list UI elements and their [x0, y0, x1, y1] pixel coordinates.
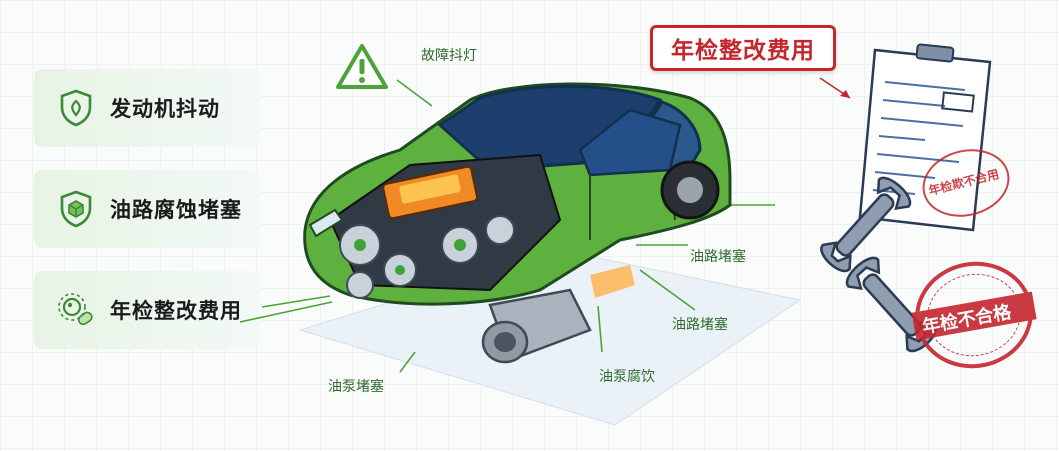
callout-pump-blockage: 油泵堵塞 — [328, 379, 384, 395]
inspection-cost-badge: 年检整改费用 — [650, 25, 836, 71]
wrench-icon — [842, 250, 942, 364]
callout-fuel-line-2: 油路堵塞 — [672, 317, 728, 333]
wrench-icon — [815, 170, 915, 284]
shield-cube-icon — [56, 189, 96, 229]
warning-icon — [334, 42, 390, 96]
callout-fuel-line-1: 油路堵塞 — [690, 249, 746, 265]
issue-card-inspection-cost: 年检整改费用 — [34, 271, 260, 349]
card-label: 发动机抖动 — [110, 97, 220, 121]
issue-card-engine-shake: 发动机抖动 — [34, 69, 260, 147]
callout-pump-corrosion: 油泵腐饮 — [599, 369, 655, 385]
callout-warning-light: 故障抖灯 — [421, 48, 477, 64]
car-illustration — [290, 70, 740, 384]
card-label: 油路腐蚀堵塞 — [110, 198, 242, 222]
card-label: 年检整改费用 — [110, 299, 242, 323]
magnifier-pill-icon — [56, 290, 96, 330]
issue-card-fuel-corrosion: 油路腐蚀堵塞 — [34, 170, 260, 248]
shield-icon — [56, 88, 96, 128]
document-stamp-text: 年检欺不合用 — [927, 167, 1001, 199]
